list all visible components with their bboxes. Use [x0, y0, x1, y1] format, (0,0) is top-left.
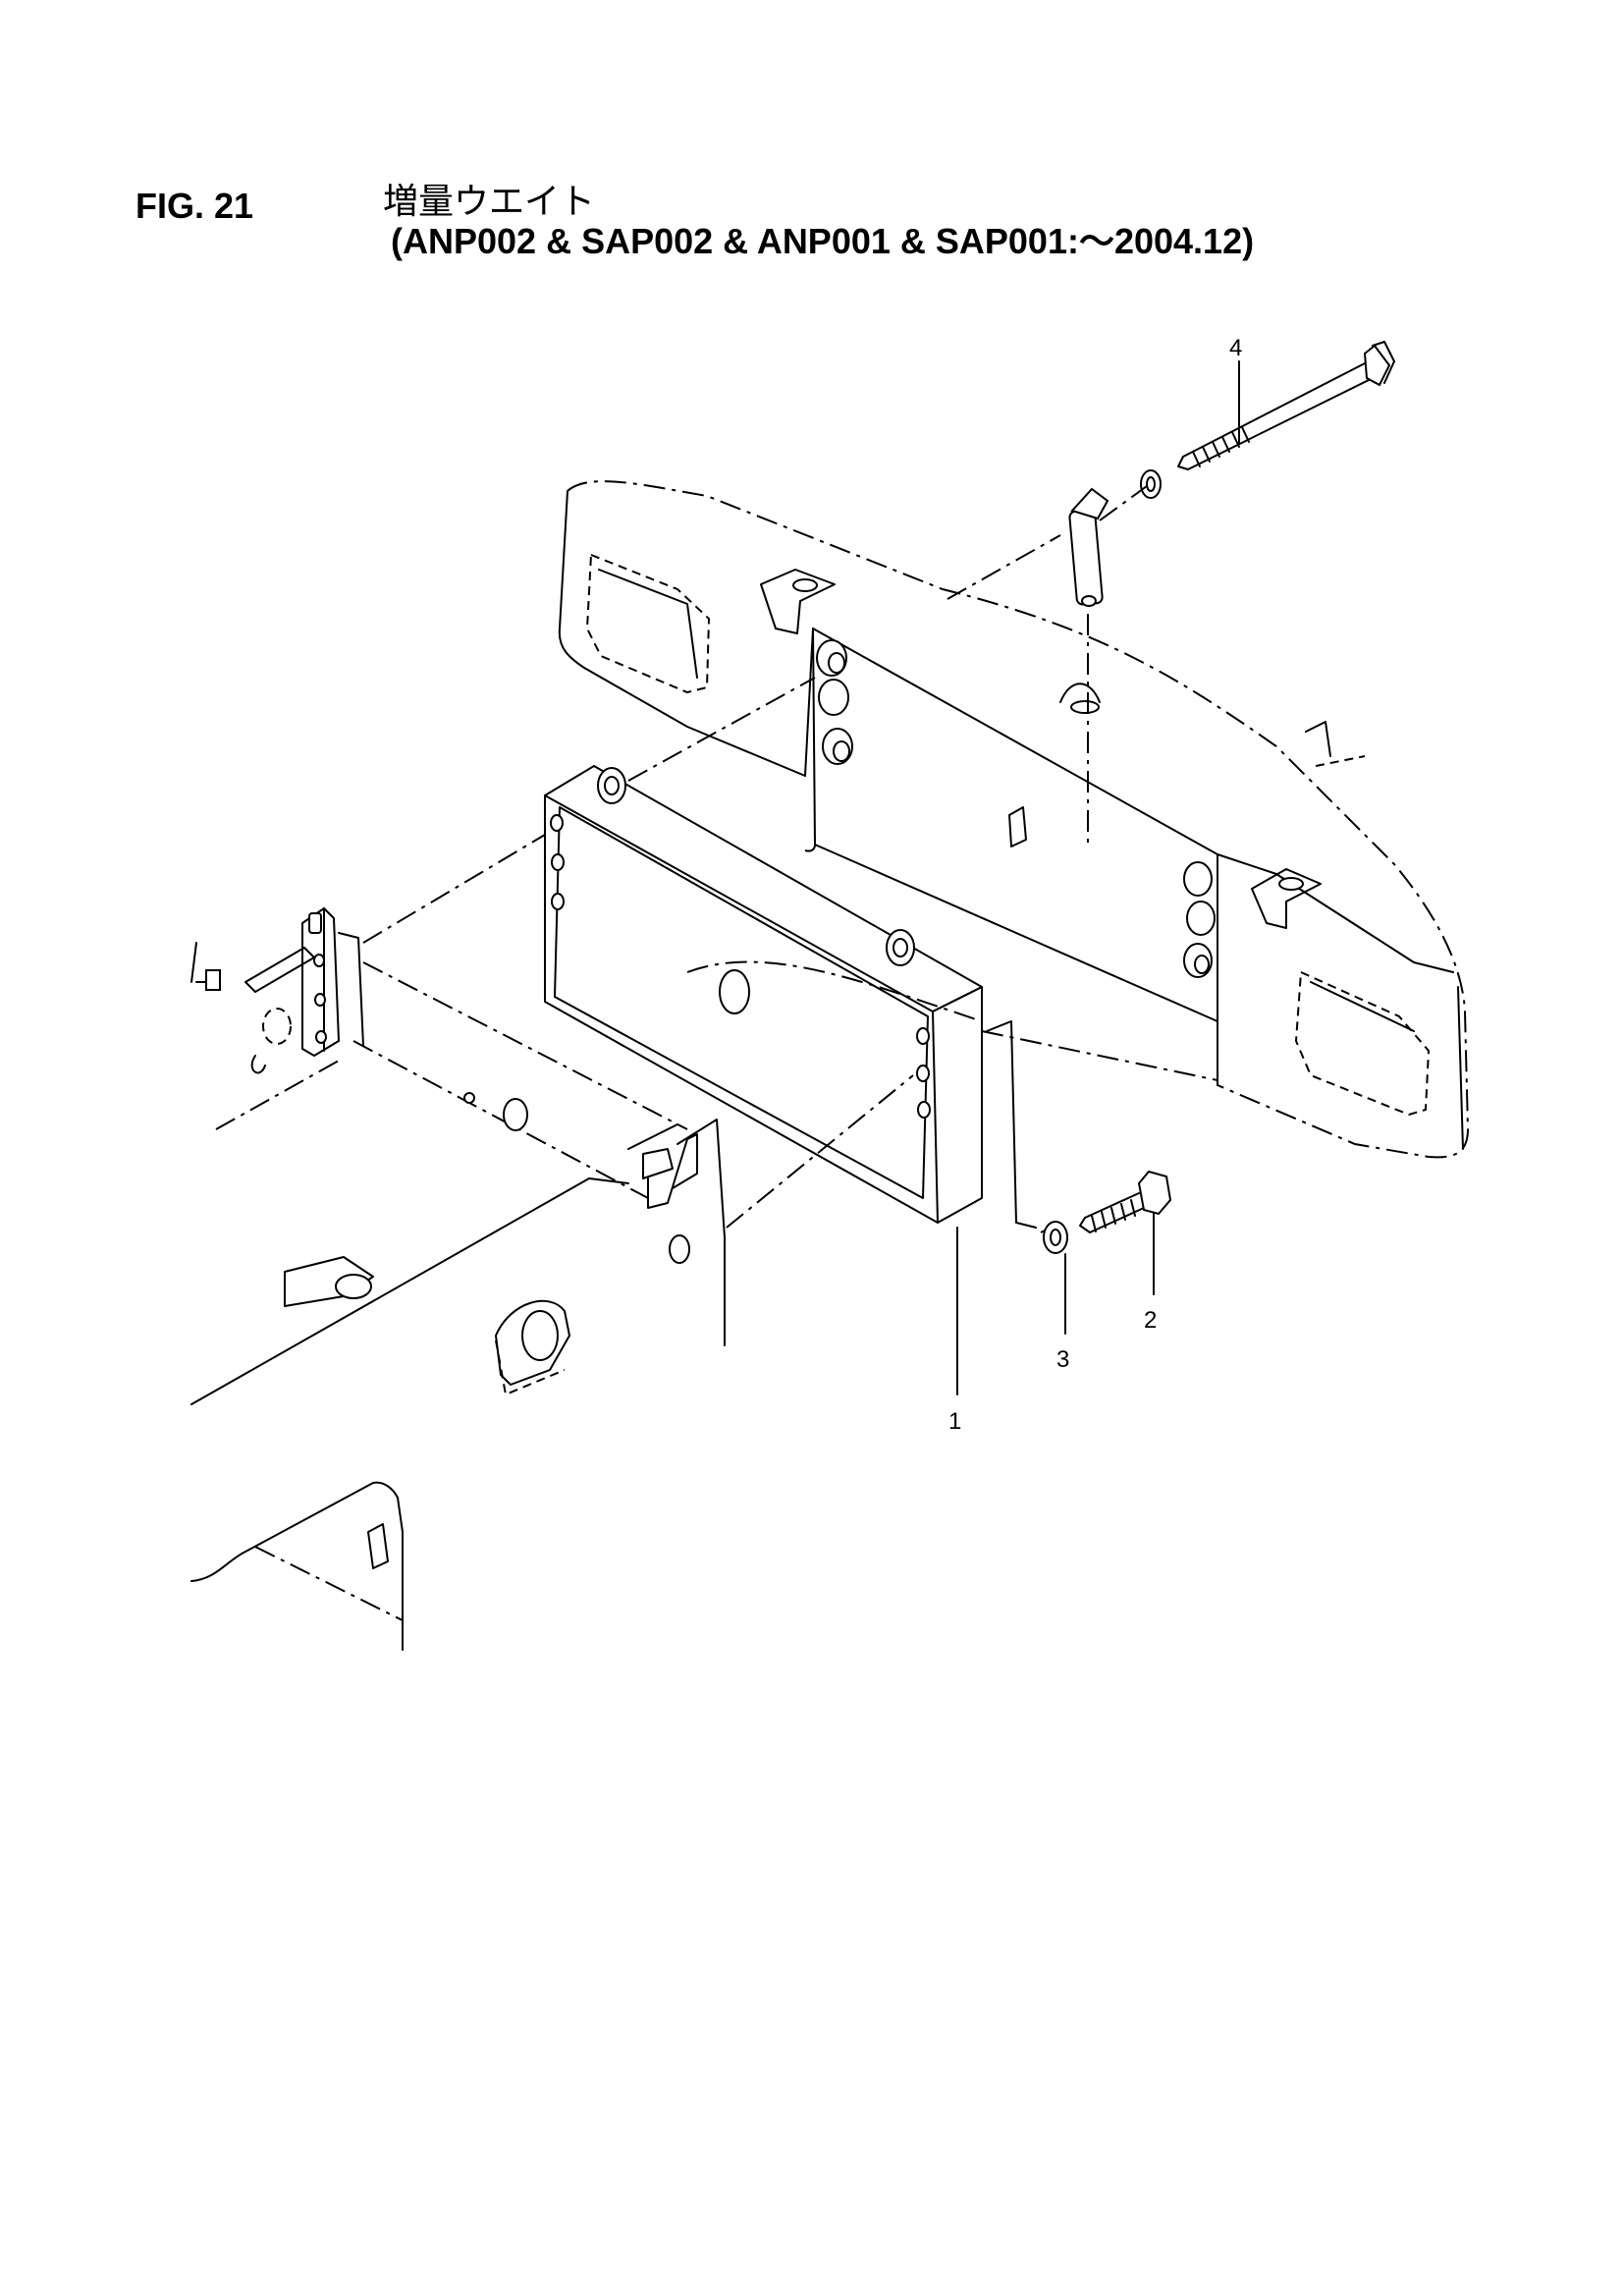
callout-lines — [956, 360, 1240, 1395]
figure-title: 増量ウエイト — [383, 182, 596, 222]
figure-number: FIG. 21 — [135, 186, 254, 226]
pin-and-bolt — [947, 341, 1395, 849]
callout-4: 4 — [1229, 335, 1242, 361]
callout-3: 3 — [1056, 1346, 1069, 1373]
machine-frame — [190, 907, 726, 1651]
callout-1: 1 — [948, 1408, 961, 1435]
model-applicability: (ANP002 & SAP002 & ANP001 & SAP001:〜2004… — [391, 221, 1255, 261]
callout-2: 2 — [1144, 1307, 1157, 1334]
assembly-lines — [362, 677, 1218, 1233]
counterweight — [558, 480, 1470, 1159]
weight-plate — [544, 765, 983, 1224]
short-bolt-and-washer — [1043, 1170, 1172, 1254]
